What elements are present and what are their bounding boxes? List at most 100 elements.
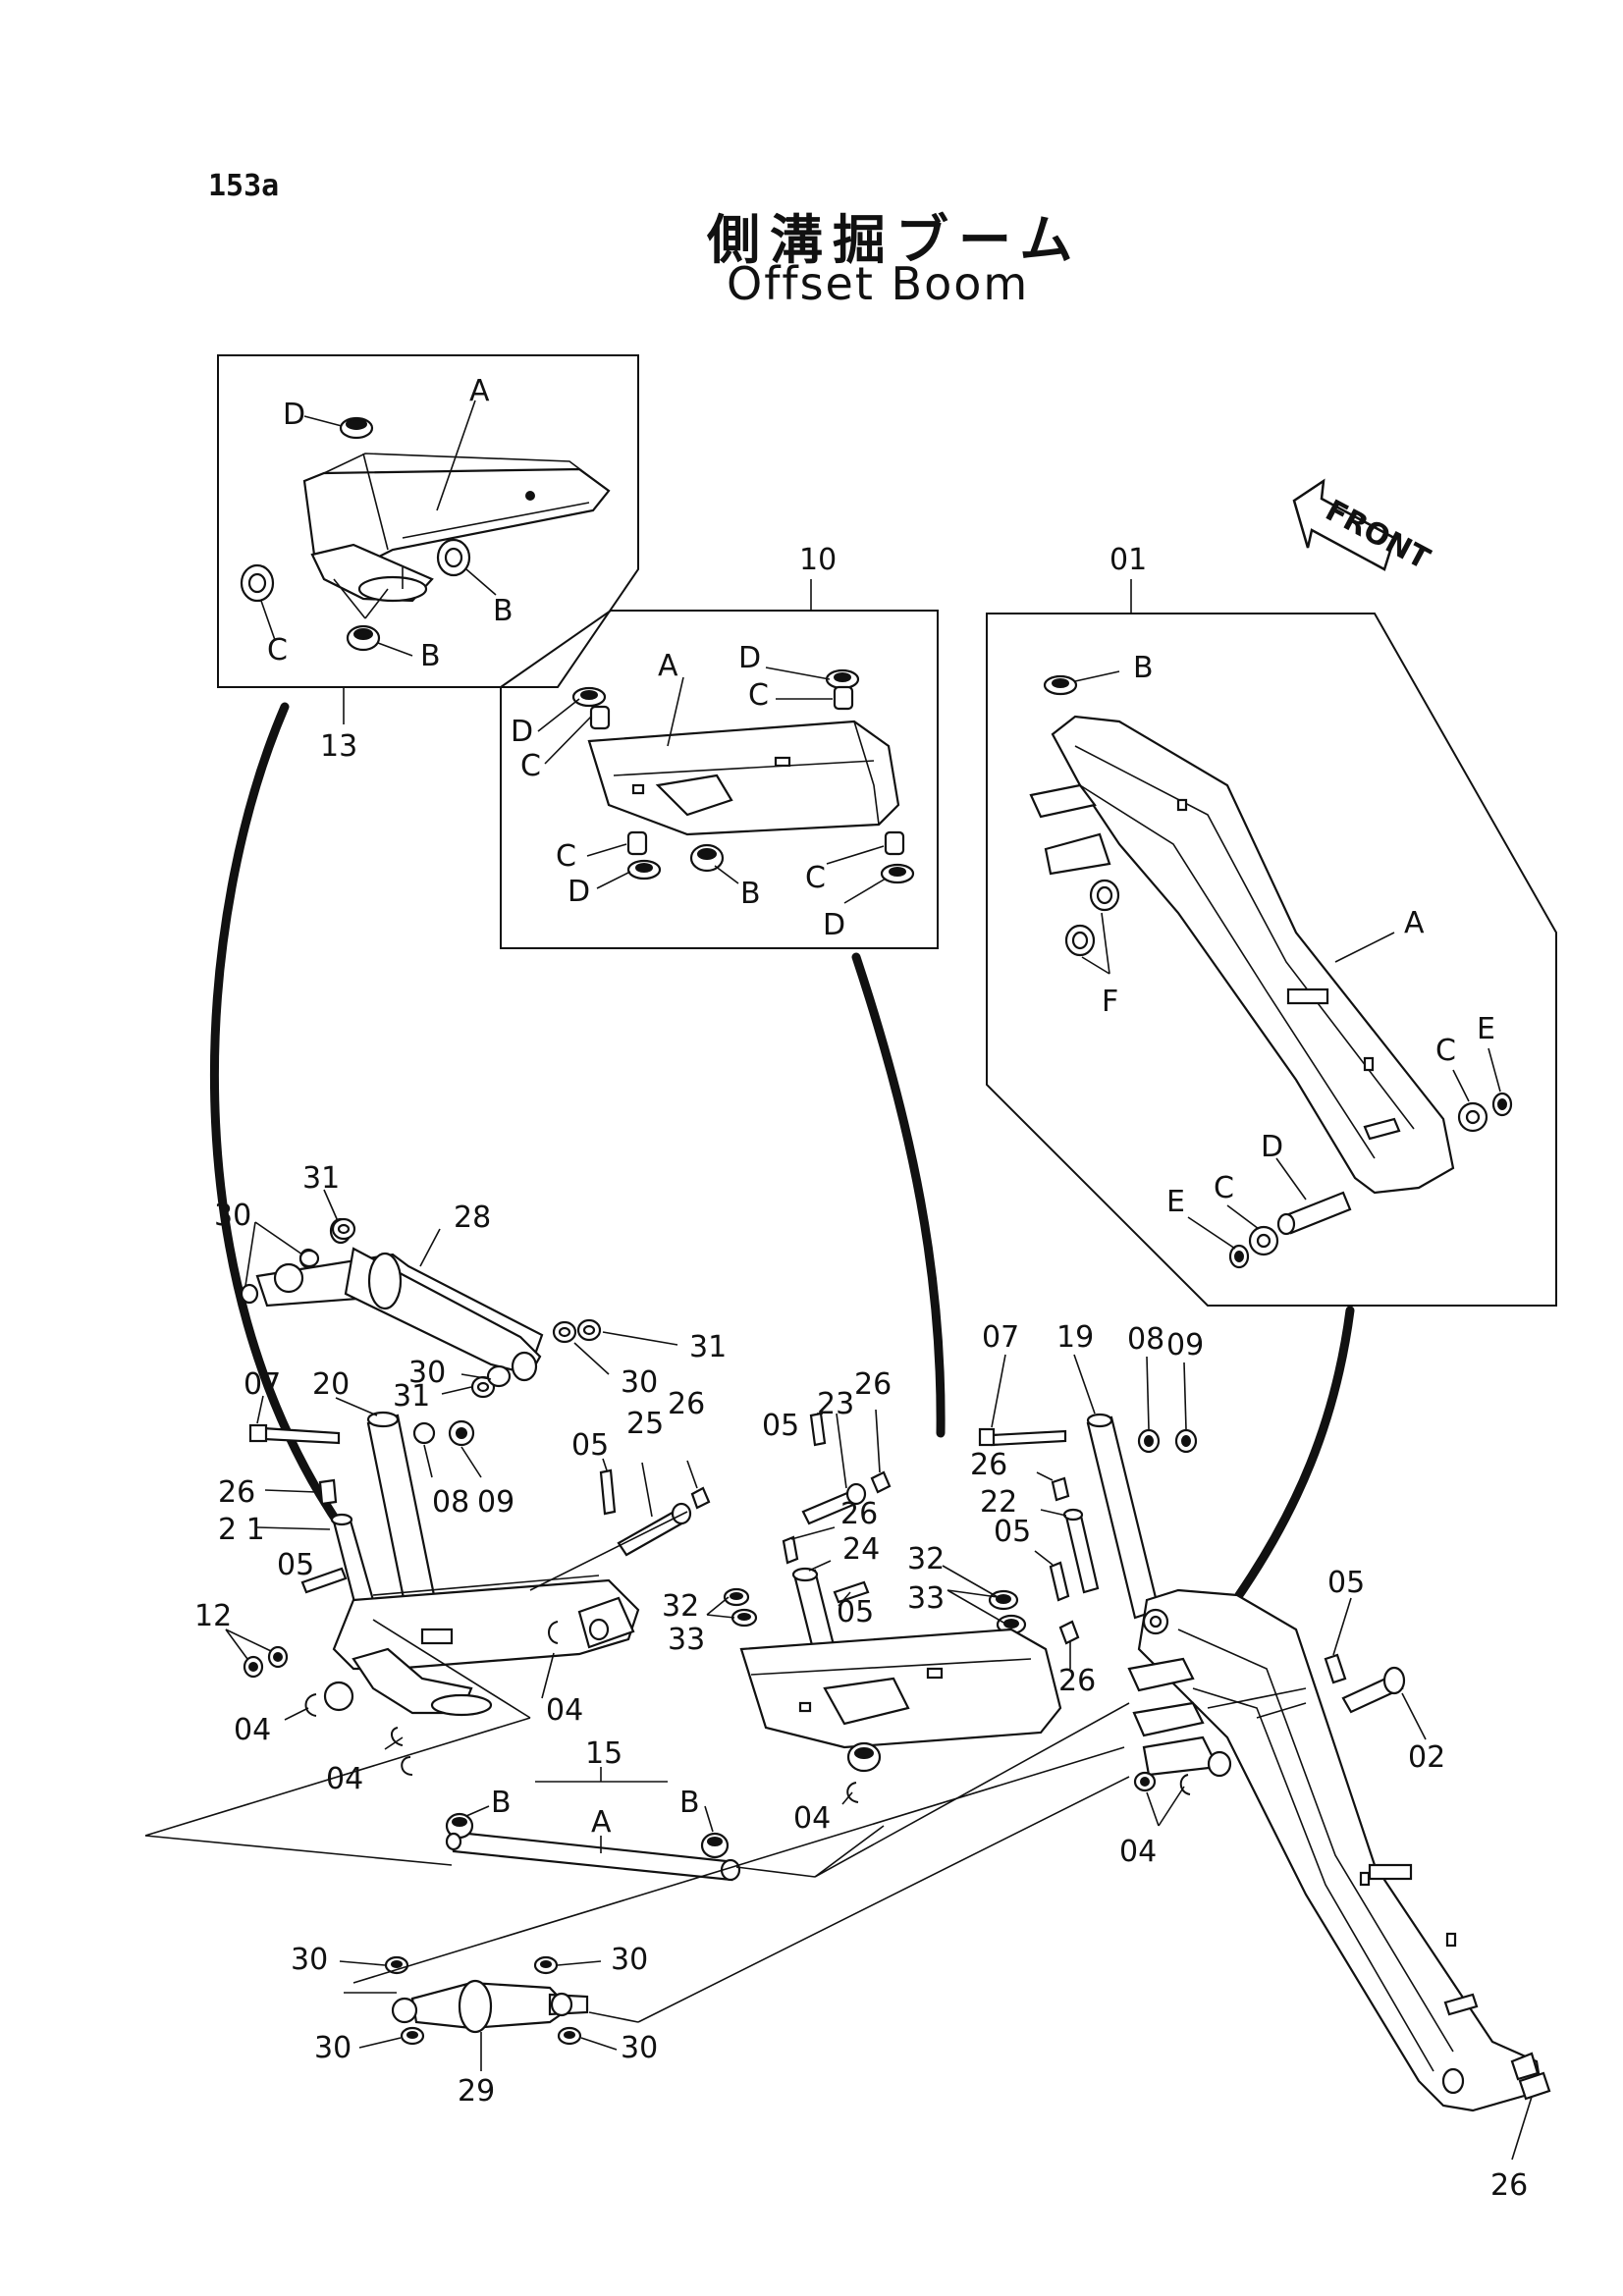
bushing-B-upper: [436, 538, 471, 577]
label-C: C: [748, 678, 769, 713]
callout-05: 05: [277, 1548, 314, 1582]
label-D: D: [738, 641, 761, 675]
label-D: D: [511, 715, 533, 749]
callout-04: 04: [1119, 1835, 1157, 1869]
callout-32: 32: [907, 1542, 945, 1576]
callout-26: 26: [970, 1448, 1007, 1482]
inset-10: 10 D C A D C C D B: [500, 543, 939, 949]
callout-12: 12: [194, 1599, 232, 1633]
label-B: B: [679, 1786, 700, 1820]
callout-22: 22: [980, 1485, 1017, 1520]
callout-05: 05: [994, 1515, 1031, 1549]
label-A: A: [1404, 906, 1425, 940]
label-B: B: [740, 877, 761, 911]
label-B: B: [420, 639, 441, 673]
callout-04: 04: [234, 1713, 271, 1747]
callout-26: 26: [218, 1475, 255, 1510]
callout-30: 30: [408, 1356, 446, 1390]
callout-02: 02: [1408, 1740, 1445, 1775]
callout-04: 04: [546, 1693, 583, 1728]
cylinder-29: 30 30 30 30 29: [291, 1943, 658, 2109]
label-E: E: [1166, 1185, 1185, 1219]
front-arrow: FRONT: [1292, 478, 1435, 577]
label-C: C: [805, 861, 826, 895]
callout-30: 30: [314, 2031, 352, 2065]
callout-13: 13: [320, 729, 357, 764]
right-pin-group: 07 19 08 09 26 22 05: [970, 1320, 1204, 1620]
callout-10: 10: [799, 543, 837, 577]
label-C: C: [1435, 1034, 1456, 1068]
callout-28: 28: [454, 1201, 491, 1235]
callout-07: 07: [982, 1320, 1019, 1355]
label-C: C: [1214, 1171, 1234, 1205]
page-number: 153a: [208, 169, 280, 203]
label-E: E: [1477, 1012, 1495, 1046]
callout-30: 30: [214, 1199, 251, 1233]
callout-33: 33: [907, 1581, 945, 1616]
callout-23: 23: [817, 1387, 854, 1421]
callout-29: 29: [458, 2074, 495, 2109]
callout-04: 04: [793, 1801, 831, 1836]
callout-32: 32: [662, 1589, 699, 1624]
label-D: D: [823, 908, 845, 942]
callout-31: 31: [689, 1330, 727, 1364]
callout-31: 31: [302, 1161, 340, 1196]
left-arm-assembly: 07 20 08 09 26 2 1 05 12 04 04 04: [194, 1367, 640, 1796]
callout-05: 05: [1327, 1566, 1365, 1600]
label-B: B: [491, 1786, 512, 1820]
assembly-lines: [144, 1511, 1307, 2023]
bushing-C: [240, 563, 275, 603]
callout-09: 09: [477, 1485, 514, 1520]
callout-31: 31: [393, 1379, 430, 1414]
callout-30: 30: [611, 1943, 648, 1977]
callout-30: 30: [621, 2031, 658, 2065]
callout-24: 24: [842, 1532, 880, 1567]
callout-26: 26: [1490, 2168, 1528, 2203]
label-C: C: [520, 749, 541, 783]
title-english: Offset Boom: [727, 257, 1030, 310]
callout-33: 33: [668, 1623, 705, 1657]
callout-09: 09: [1166, 1328, 1204, 1362]
label-C: C: [556, 839, 576, 874]
main-boom: 05 02 04 26: [1119, 1566, 1551, 2203]
link-15: 15 B A B: [445, 1736, 741, 1882]
callout-05: 05: [571, 1428, 609, 1463]
connector-10: [851, 952, 946, 1438]
callout-30: 30: [291, 1943, 328, 1977]
center-arm-assembly: 05 23 26 26 24 05 32 33 32 33 26 04: [662, 1367, 1096, 1836]
callout-05: 05: [762, 1409, 799, 1443]
title-japanese: 側溝掘ブーム: [707, 209, 1083, 271]
callout-26: 26: [854, 1367, 892, 1402]
callout-15: 15: [585, 1736, 622, 1771]
pin-group-25: 05 25 26: [571, 1387, 711, 1557]
callout-08: 08: [432, 1485, 469, 1520]
label-D: D: [1261, 1130, 1283, 1164]
inset-01: 01 B A F C E D C E: [986, 543, 1557, 1307]
cylinder-28: 31 30 28 31 30 30 31: [214, 1161, 727, 1414]
callout-25: 25: [626, 1407, 664, 1441]
callout-26: 26: [1058, 1664, 1096, 1698]
callout-26: 26: [668, 1387, 705, 1421]
bushing-B-lower: [346, 624, 381, 652]
inset-13: D A B C B 13: [217, 354, 639, 764]
callout-08: 08: [1127, 1322, 1164, 1357]
callout-30: 30: [621, 1365, 658, 1400]
connector-13: [209, 702, 349, 1536]
callout-19: 19: [1056, 1320, 1094, 1355]
label-A: A: [658, 649, 678, 683]
label-A: A: [469, 374, 490, 408]
label-F: F: [1102, 985, 1118, 1019]
label-A: A: [591, 1805, 612, 1840]
label-D: D: [283, 398, 305, 432]
callout-20: 20: [312, 1367, 350, 1402]
connector-01: [1234, 1306, 1355, 1600]
callout-21: 2 1: [218, 1513, 265, 1547]
label-B: B: [493, 594, 514, 628]
label-B: B: [1133, 651, 1154, 685]
callout-26: 26: [840, 1497, 878, 1531]
callout-01: 01: [1109, 543, 1147, 577]
label-C: C: [267, 633, 288, 667]
callout-07: 07: [243, 1367, 281, 1402]
label-D: D: [568, 875, 590, 909]
